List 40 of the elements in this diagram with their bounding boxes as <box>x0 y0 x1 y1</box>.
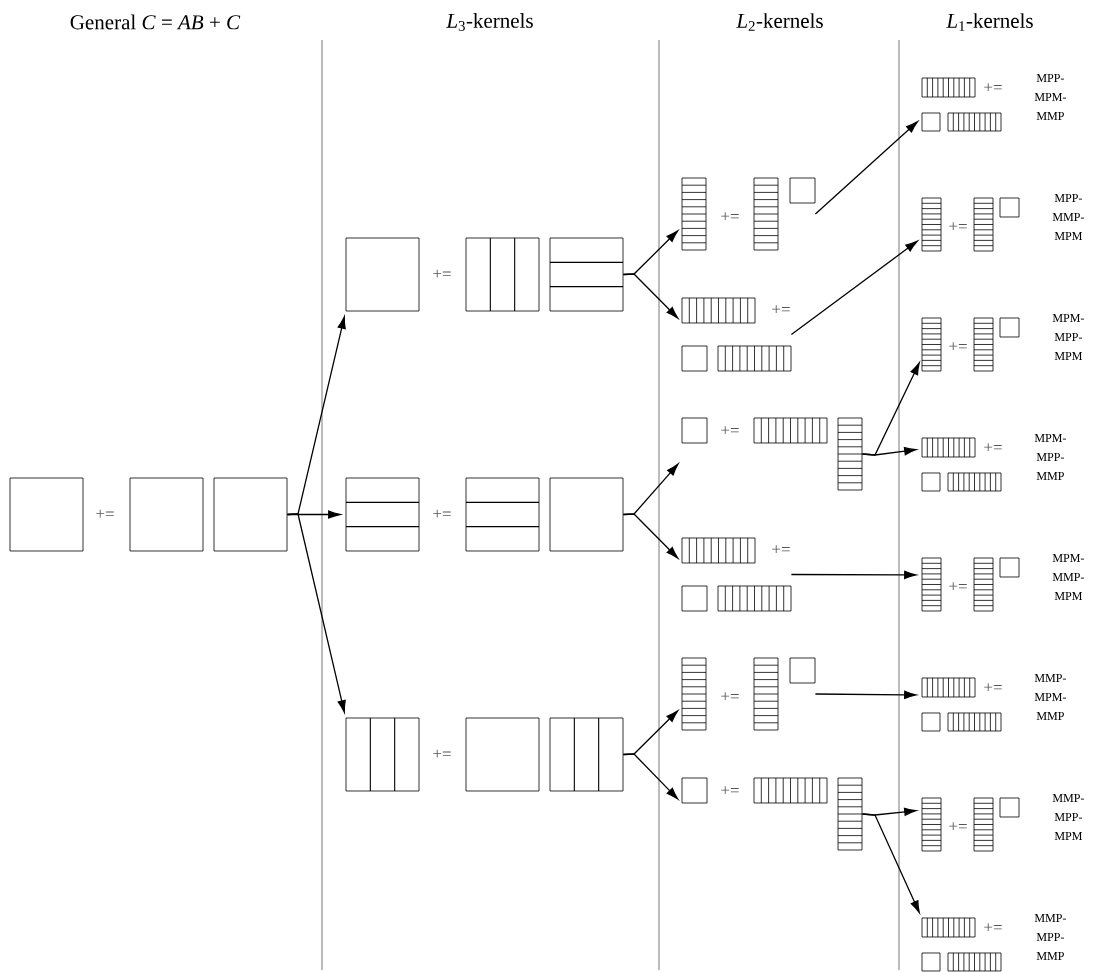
arrow <box>861 813 920 913</box>
variant-label: MPM-MPP-MMP <box>1034 434 1066 480</box>
operator-label: += <box>984 923 1002 932</box>
column-heading: L$_{1}$-kernels <box>946 13 1033 31</box>
operator-label: += <box>949 222 967 231</box>
operator-label: += <box>772 305 790 314</box>
column-heading: L$_{3}$-kernels <box>446 13 533 31</box>
variant-label: MMP-MPM-MMP <box>1034 674 1066 720</box>
column-heading: General C = AB + C <box>70 14 241 30</box>
variant-label: MPP-MPM-MMP <box>1034 74 1066 120</box>
arrow <box>622 513 679 559</box>
variant-label: MPM-MMP-MPM <box>1052 554 1084 600</box>
arrow <box>790 240 918 336</box>
operator-label: += <box>949 582 967 591</box>
arrow <box>861 447 917 456</box>
operator-label: += <box>433 269 451 278</box>
operator-label: += <box>984 83 1002 92</box>
arrow <box>790 570 917 580</box>
operator-label: += <box>721 692 739 701</box>
operator-label: += <box>721 786 739 795</box>
variant-label: MMP-MPP-MMP <box>1034 914 1066 960</box>
operator-label: += <box>96 509 114 518</box>
operator-label: += <box>433 749 451 758</box>
operator-label: += <box>949 342 967 351</box>
variant-label: MMP-MPP-MPM <box>1052 794 1084 840</box>
variant-label: MPP-MMP-MPM <box>1052 194 1084 240</box>
column-heading: L$_{2}$-kernels <box>736 13 823 31</box>
operator-label: += <box>984 443 1002 452</box>
operator-label: += <box>949 822 967 831</box>
operator-label: += <box>984 683 1002 692</box>
operator-label: += <box>721 426 739 435</box>
variant-label: MPM-MPP-MPM <box>1052 314 1084 360</box>
operator-label: += <box>721 212 739 221</box>
arrow <box>622 273 679 319</box>
arrow <box>814 121 918 215</box>
operator-label: += <box>433 509 451 518</box>
arrow <box>814 690 917 699</box>
arrow <box>622 753 679 800</box>
operator-label: += <box>772 545 790 554</box>
arrow <box>286 513 346 713</box>
